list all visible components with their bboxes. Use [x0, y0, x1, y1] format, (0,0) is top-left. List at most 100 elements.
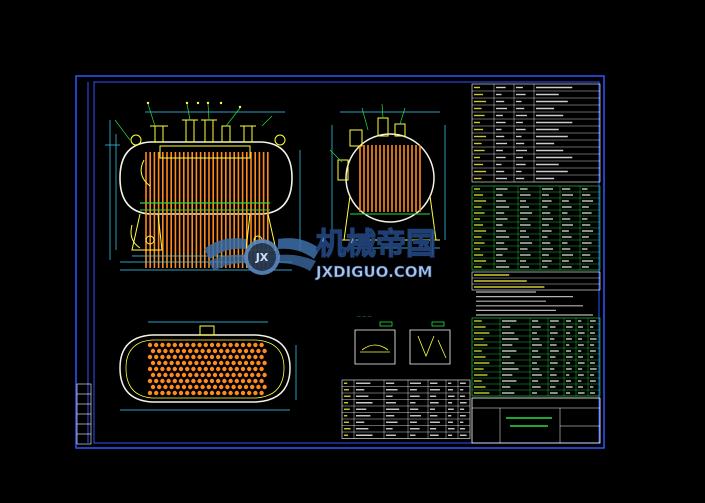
tube-hole: [219, 384, 224, 390]
tube-hole: [191, 378, 196, 384]
tube-hole: [253, 354, 258, 360]
tube-hole: [185, 342, 190, 348]
tube-hole: [247, 378, 252, 384]
tube-hole: [240, 342, 246, 348]
tube-hole: [194, 372, 199, 378]
tube-hole: [259, 342, 264, 348]
tube-hole: [240, 366, 246, 372]
tube-hole: [216, 390, 221, 396]
tube-hole: [150, 384, 156, 390]
tube-hole: [209, 366, 215, 372]
tube-hole: [147, 378, 153, 384]
tube-hole: [250, 348, 255, 354]
tube-hole: [228, 354, 233, 360]
watermark-brand-cn: 机械帝国: [316, 227, 436, 262]
tube-hole: [256, 372, 261, 378]
tube-hole: [163, 384, 168, 390]
tube-hole: [150, 372, 156, 378]
tube-hole: [206, 360, 211, 366]
tube-hole: [222, 354, 227, 360]
plan-view: [119, 321, 297, 411]
tube-hole: [262, 360, 267, 366]
tube-hole: [172, 390, 177, 396]
tube-hole: [234, 342, 239, 348]
tube-hole: [203, 366, 208, 372]
svg-text:— — —: — — —: [357, 314, 372, 319]
tube-hole: [154, 354, 159, 360]
tube-hole: [209, 390, 215, 396]
tube-hole: [200, 384, 205, 390]
tube-hole: [160, 354, 165, 360]
tube-hole: [178, 342, 184, 348]
tube-hole: [225, 384, 230, 390]
tube-hole: [185, 354, 190, 360]
tube-hole: [262, 372, 267, 378]
tube-hole: [154, 342, 159, 348]
specification-tables: [341, 83, 601, 444]
tube-hole: [256, 360, 261, 366]
drawing-frame-outer: [75, 75, 605, 449]
vessel-shell-front: [119, 141, 293, 215]
tube-hole: [181, 384, 187, 390]
tube-hole: [243, 384, 249, 390]
vessel-shell-plan: [119, 334, 291, 403]
leader-arrows-front: [114, 103, 273, 141]
tube-hole: [191, 366, 196, 372]
tube-bundle-side: [359, 145, 421, 212]
tube-hole: [188, 384, 193, 390]
tube-hole: [185, 390, 190, 396]
tube-hole: [157, 348, 162, 354]
tube-hole: [175, 360, 180, 366]
tube-hole: [191, 390, 196, 396]
tube-hole: [150, 348, 156, 354]
tube-hole: [259, 354, 264, 360]
tube-hole: [160, 390, 165, 396]
tube-hole: [160, 378, 165, 384]
tube-hole: [240, 390, 246, 396]
tube-hole: [194, 360, 199, 366]
tube-hole: [169, 360, 174, 366]
tube-hole: [259, 378, 264, 384]
tube-hole: [243, 348, 249, 354]
drawing-frame-inner: [93, 81, 600, 444]
tube-hole: [256, 348, 261, 354]
tube-hole: [231, 360, 236, 366]
tube-hole: [234, 390, 239, 396]
tube-hole: [243, 360, 249, 366]
tube-hole: [150, 360, 156, 366]
tube-hole: [247, 390, 252, 396]
detail-sketches: — — —: [354, 314, 451, 365]
tube-hole: [147, 390, 153, 396]
tube-hole: [181, 372, 187, 378]
tube-hole: [209, 342, 215, 348]
tube-hole: [253, 390, 258, 396]
tube-hole: [212, 348, 218, 354]
tube-hole: [225, 372, 230, 378]
tube-hole: [163, 360, 168, 366]
side-view: [329, 103, 446, 249]
tube-hole: [259, 366, 264, 372]
tube-hole: [147, 354, 153, 360]
tube-hole: [209, 378, 215, 384]
tube-hole: [197, 390, 202, 396]
tube-hole: [169, 348, 174, 354]
tube-sheet-pattern: [147, 342, 267, 396]
tube-hole: [191, 354, 196, 360]
tube-hole: [237, 360, 242, 366]
tube-hole: [178, 390, 184, 396]
tube-hole: [200, 360, 205, 366]
tube-hole: [206, 384, 211, 390]
tube-hole: [203, 342, 208, 348]
tube-hole: [197, 366, 202, 372]
tube-hole: [175, 348, 180, 354]
tube-hole: [228, 378, 233, 384]
tube-hole: [147, 366, 153, 372]
tube-hole: [154, 390, 159, 396]
tube-hole: [240, 354, 246, 360]
tube-hole: [237, 384, 242, 390]
tube-hole: [247, 342, 252, 348]
tube-hole: [228, 390, 233, 396]
tube-hole: [203, 378, 208, 384]
tube-hole: [216, 342, 221, 348]
